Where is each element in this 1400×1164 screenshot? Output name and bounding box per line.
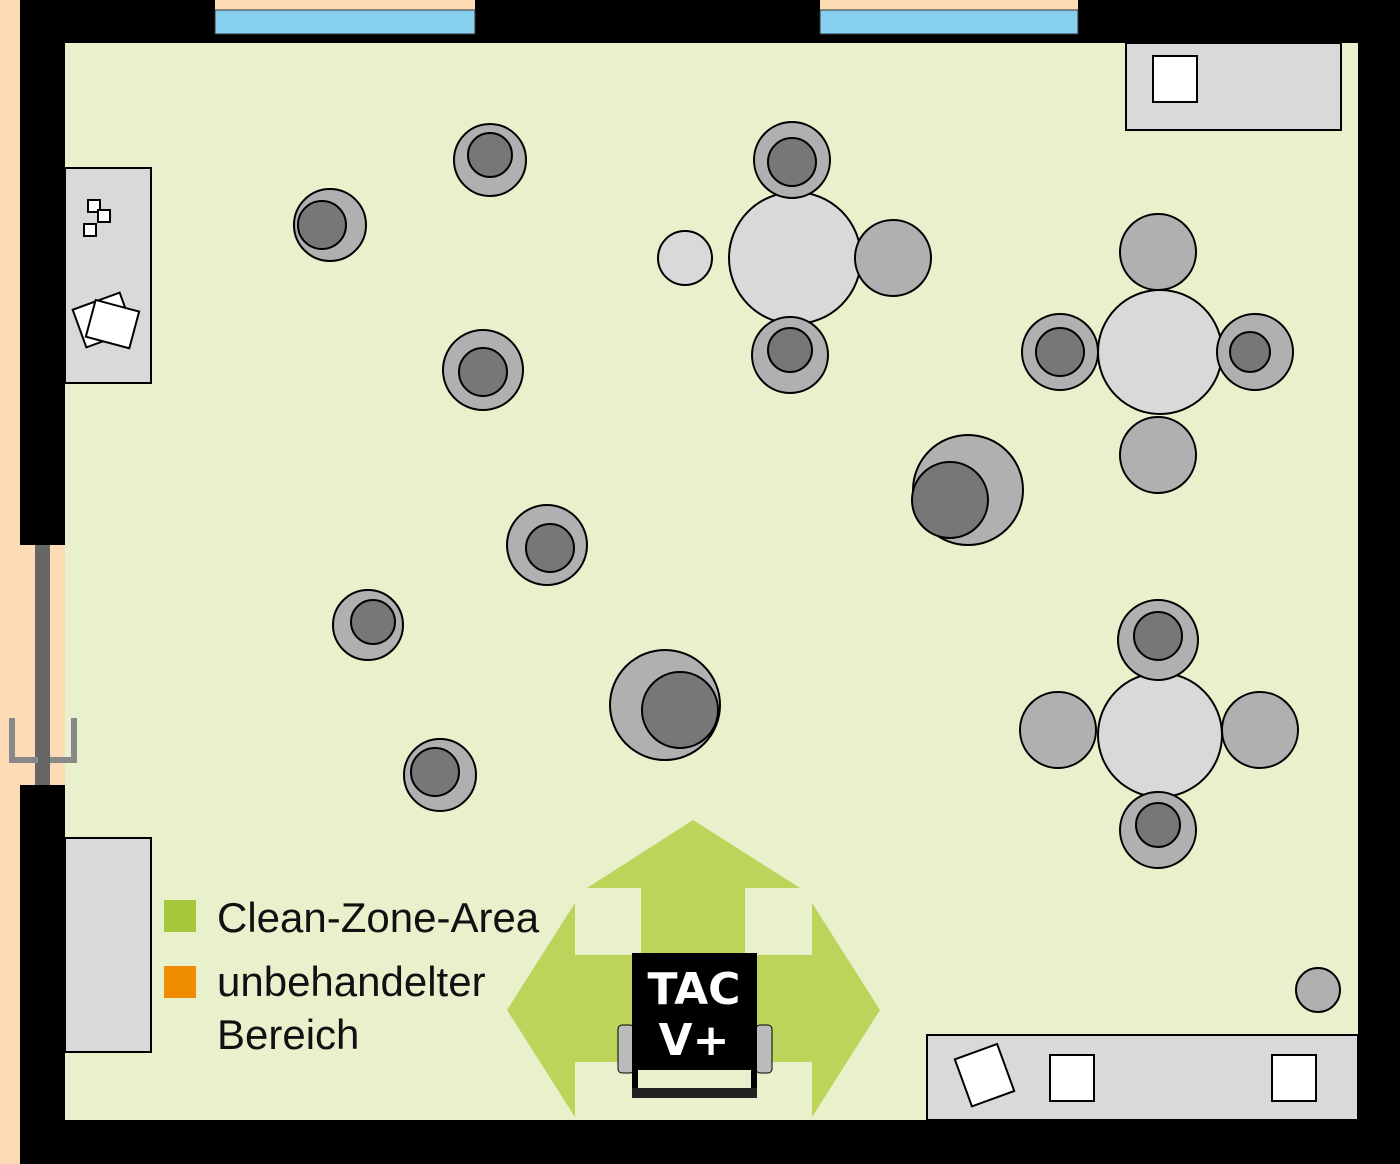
radiator-icon (1049, 55, 1317, 1102)
legend-swatch-untreated (164, 966, 196, 998)
window (214, 9, 476, 35)
legend-label-untreated: unbehandelter (217, 958, 486, 1005)
tac-v-plus-device: TAC V+ (617, 953, 773, 1098)
device-label-line2: V+ (659, 1015, 730, 1066)
legend-label-untreated-line2: Bereich (217, 1011, 359, 1058)
cabinet (64, 837, 152, 1053)
legend: Clean-Zone-Area unbehandelter Bereich (164, 894, 540, 1058)
window (819, 9, 1079, 35)
device-label-line1: TAC (648, 964, 741, 1015)
window-sill (820, 0, 1078, 10)
window-sill (215, 0, 475, 10)
legend-label-clean-zone: Clean-Zone-Area (217, 894, 540, 941)
papers-icon (71, 199, 1016, 1108)
clean-zone-arrows (507, 820, 880, 1117)
door-handle-icon (9, 718, 77, 763)
door (35, 545, 50, 785)
legend-swatch-clean-zone (164, 900, 196, 932)
people (293, 121, 1341, 1013)
wall-segment (20, 785, 65, 1164)
shelf (64, 167, 152, 384)
round-table (657, 191, 1223, 798)
